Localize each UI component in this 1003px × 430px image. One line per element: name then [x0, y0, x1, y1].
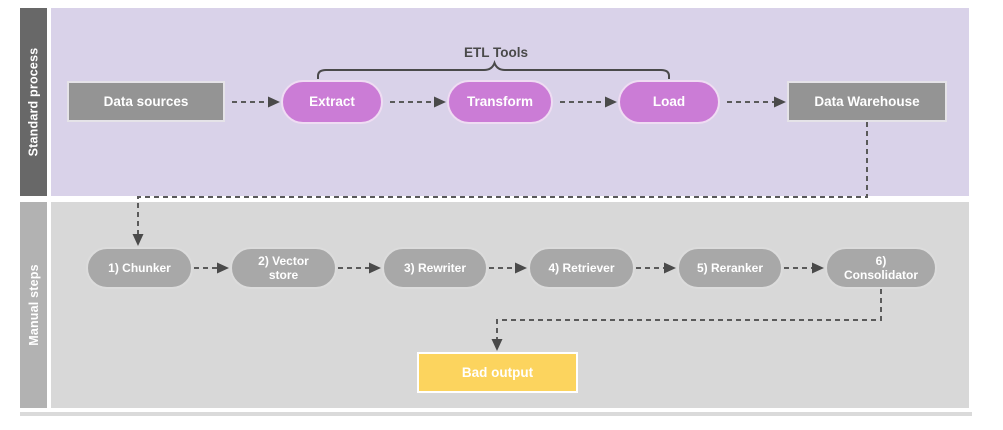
node-chunker-label: 1) Chunker: [108, 261, 171, 275]
node-load: Load: [618, 80, 720, 124]
node-extract: Extract: [281, 80, 383, 124]
standard-process-lane-header: Standard process: [20, 8, 47, 196]
node-rewriter-label: 3) Rewriter: [403, 261, 467, 275]
node-bad-output: Bad output: [417, 352, 578, 393]
node-data-sources: Data sources: [67, 81, 225, 122]
node-consolidator: 6) Consolidator: [825, 247, 937, 289]
node-data-warehouse-label: Data Warehouse: [814, 93, 920, 109]
node-extract-label: Extract: [309, 94, 355, 109]
node-retriever-label: 4) Retriever: [548, 261, 615, 275]
node-transform-label: Transform: [466, 94, 534, 109]
manual-steps-lane-header: Manual steps: [20, 202, 47, 408]
node-load-label: Load: [652, 94, 686, 109]
cropped-next-lane-edge: [20, 412, 972, 416]
manual-steps-lane-label: Manual steps: [26, 264, 41, 346]
node-transform: Transform: [447, 80, 553, 124]
etl-tools-annotation: ETL Tools: [464, 45, 528, 60]
node-consolidator-label: 6) Consolidator: [844, 254, 918, 282]
node-retriever: 4) Retriever: [528, 247, 635, 289]
node-reranker: 5) Reranker: [677, 247, 783, 289]
node-vector-store: 2) Vector store: [230, 247, 337, 289]
standard-process-lane-label: Standard process: [26, 47, 41, 157]
node-vector-store-label: 2) Vector store: [258, 254, 309, 282]
node-rewriter: 3) Rewriter: [382, 247, 488, 289]
node-data-warehouse: Data Warehouse: [787, 81, 947, 122]
node-chunker: 1) Chunker: [86, 247, 193, 289]
node-reranker-label: 5) Reranker: [696, 261, 764, 275]
node-data-sources-label: Data sources: [103, 93, 189, 109]
node-bad-output-label: Bad output: [461, 364, 534, 380]
